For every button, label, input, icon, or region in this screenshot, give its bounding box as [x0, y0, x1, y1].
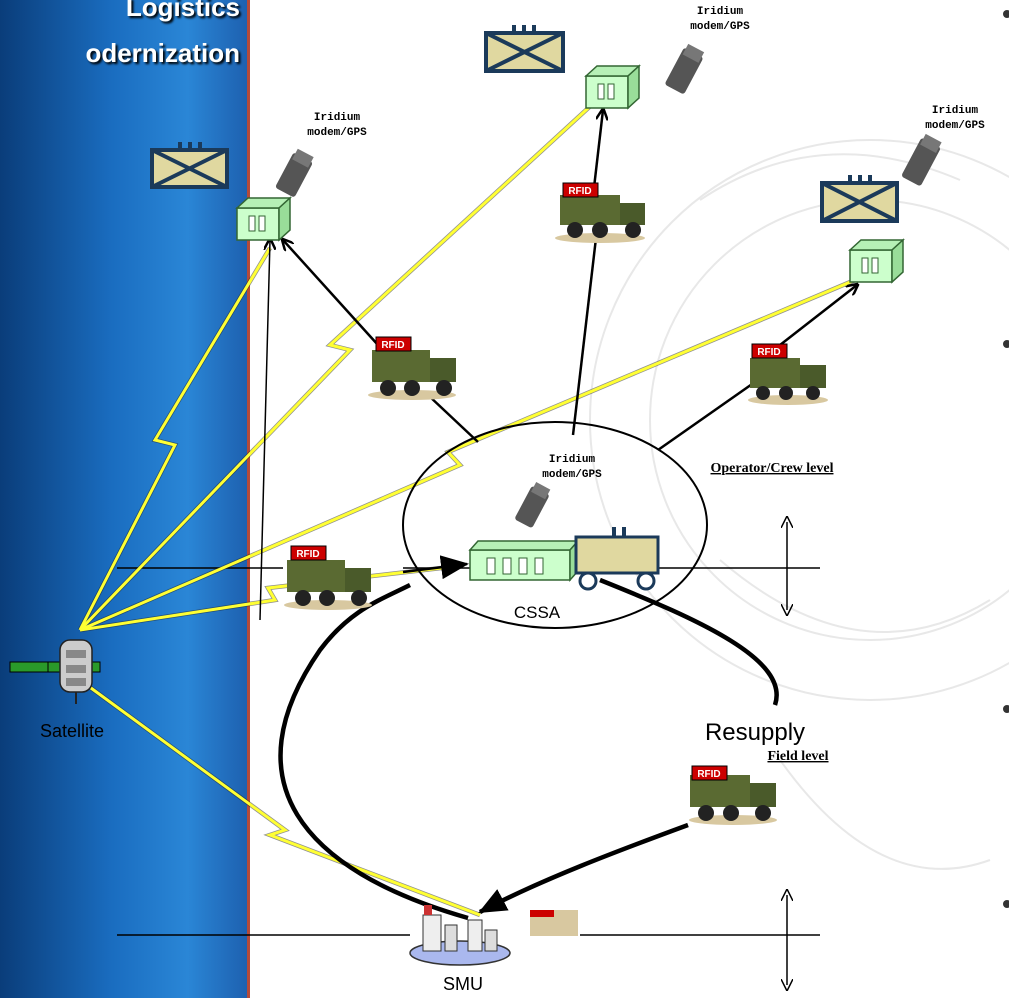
field-level-label: Field level	[767, 749, 828, 764]
truck-icon	[555, 195, 645, 243]
container-icon	[584, 64, 641, 110]
satellite-icon	[9, 639, 101, 704]
iridium-label: Iridium	[932, 105, 979, 117]
svg-text:RFID: RFID	[296, 549, 319, 560]
svg-text:RFID: RFID	[697, 769, 720, 780]
iridium-label: Iridium	[697, 6, 744, 18]
bullet-icon	[1003, 10, 1009, 18]
trailer-icon	[574, 527, 660, 591]
cssa-label: CSSA	[514, 603, 561, 622]
cssa-ellipse	[402, 421, 708, 629]
link-line	[571, 237, 598, 436]
iridium-modem-icon	[665, 43, 705, 94]
link-line	[427, 394, 479, 443]
svg-text:RFID: RFID	[757, 347, 780, 358]
bullet-icon	[1003, 705, 1009, 713]
operator-level-label: Operator/Crew level	[711, 461, 834, 476]
truck-icon	[368, 350, 456, 400]
iridium-modem-icon	[515, 482, 551, 528]
truck-icon	[689, 775, 777, 825]
iridium-label: modem/GPS	[542, 469, 602, 481]
unit-symbol-icon	[484, 25, 565, 73]
unit-symbol-icon	[150, 142, 229, 189]
rfid-tag: RFID	[691, 765, 728, 781]
link-arrow	[259, 240, 270, 621]
smu-rfid-tag	[530, 910, 578, 936]
iridium-modem-icon	[902, 133, 942, 186]
sidebar-title-line1: Logistics	[125, 0, 240, 22]
bullet-icon	[1003, 900, 1009, 908]
loop-right-bottom	[478, 822, 689, 914]
loop-right-top	[599, 577, 779, 706]
rfid-tag: RFID	[375, 336, 412, 352]
rfid-tag: RFID	[290, 545, 327, 561]
iridium-label: Iridium	[314, 112, 361, 124]
link-arrow	[402, 555, 469, 580]
link-arrow	[283, 240, 379, 346]
svg-text:RFID: RFID	[568, 186, 591, 197]
sidebar-title-line2: odernization	[85, 38, 240, 68]
resupply-label: Resupply	[705, 719, 805, 746]
cssa-container-icon	[468, 539, 580, 582]
link-line	[657, 373, 766, 452]
satellite-label: Satellite	[40, 721, 104, 741]
truck-icon	[748, 358, 828, 405]
smu-building-icon	[409, 905, 511, 966]
truck-icon	[284, 560, 372, 610]
rfid-tag: RFID	[562, 182, 599, 198]
unit-symbol-icon	[820, 175, 899, 223]
iridium-label: Iridium	[549, 454, 596, 466]
bullet-icon	[1003, 340, 1009, 348]
rfid-tag: RFID	[751, 343, 788, 359]
iridium-label: modem/GPS	[307, 127, 367, 139]
smu-label: SMU	[443, 974, 483, 994]
svg-text:RFID: RFID	[381, 340, 404, 351]
container-icon	[848, 238, 905, 284]
iridium-label: modem/GPS	[690, 21, 750, 33]
iridium-label: modem/GPS	[925, 120, 985, 132]
watermark	[589, 139, 1009, 870]
link-arrow	[779, 285, 857, 346]
loop-left	[278, 582, 469, 921]
container-icon	[235, 196, 292, 242]
iridium-modem-icon	[275, 148, 314, 197]
